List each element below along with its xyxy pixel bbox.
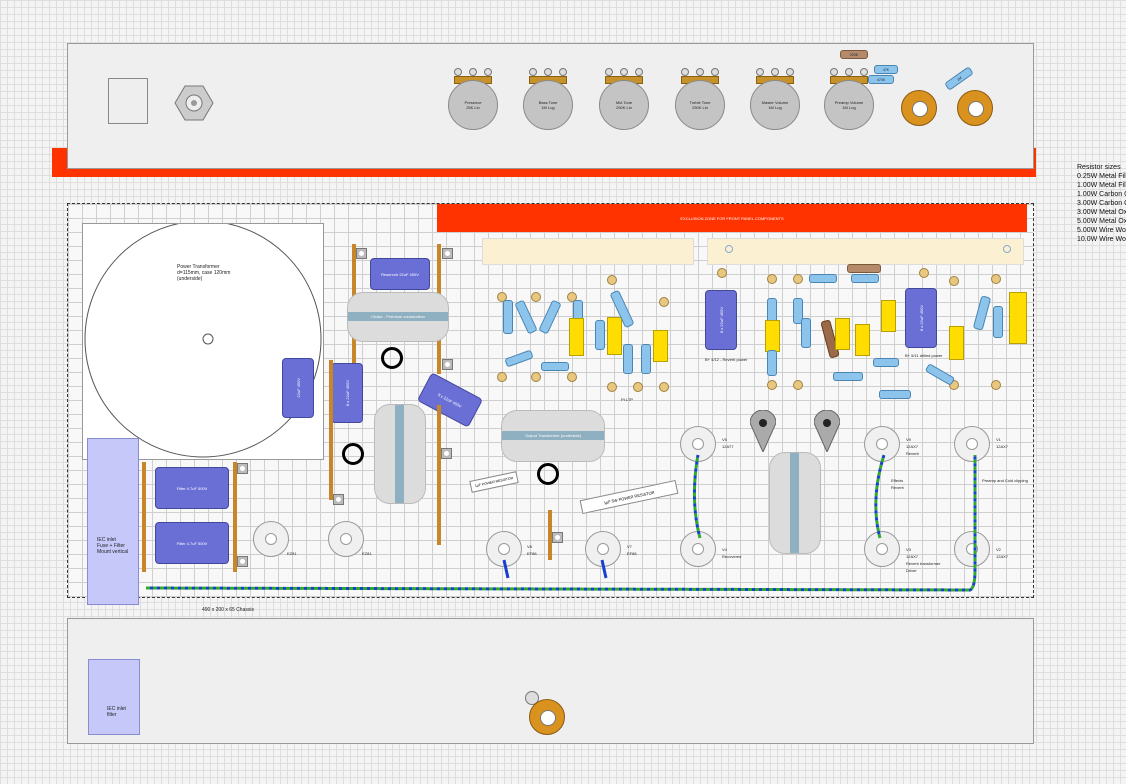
mounting-eyelet [442, 248, 453, 259]
tube-socket-v8 [486, 531, 522, 567]
resistor-front-47k: 47K [874, 65, 898, 74]
filter-capacitor-mid: 8 x 22uF 450V [331, 363, 363, 423]
chassis-label: 490 x 200 x 65 Chassis [202, 607, 254, 613]
grommet-ring [381, 347, 403, 369]
pi-ltp-label: PI LTP [621, 397, 633, 402]
mounting-eyelet [333, 494, 344, 505]
power-switch-square[interactable] [108, 78, 148, 124]
terminal-strip-right [707, 238, 1024, 265]
choke-vertical [374, 404, 426, 504]
filter-capacitor-22uf: 22uF 450V [282, 358, 314, 418]
filter-capacitor-2: Filter 4.7uF 500V [155, 522, 229, 564]
input-jack-2[interactable] [957, 90, 993, 126]
preamp-board-right: 8 x 22uF 450V B+ 4/12 - Reverb power 8 x… [705, 262, 1027, 399]
reverb-transformer [769, 452, 821, 554]
exclusion-zone-strip: EXCLUSION ZONE FOR FRONT PANEL COMPONENT… [437, 204, 1027, 232]
filter-capacitor-1: Filter 4.7uF 500V [155, 467, 229, 509]
output-transformer: Output Transformer (underside) [501, 410, 605, 462]
mounting-eyelet [237, 556, 248, 567]
tube-socket-v7 [585, 531, 621, 567]
reverb-pot-2[interactable] [813, 409, 841, 454]
resistor-front-470k: 470K [868, 75, 894, 84]
mounting-eyelet [356, 248, 367, 259]
tube-socket-ez81-a [253, 521, 289, 557]
tube-socket-v5 [680, 426, 716, 462]
tube-socket-v4 [680, 531, 716, 567]
tube-socket-ez81-b [328, 521, 364, 557]
power-transformer-label: Power Transformer d=115mm, case 120mm (u… [177, 264, 231, 282]
choke: Choke - Premium construction [347, 292, 449, 342]
reverb-pot-1[interactable] [749, 409, 777, 454]
mounting-eyelet [442, 359, 453, 370]
resistor-legend: Resistor sizes 0.25W Metal Film 1.00W Me… [1077, 164, 1126, 243]
mounting-eyelet [552, 532, 563, 543]
power-transformer: Power Transformer d=115mm, case 120mm (u… [82, 223, 324, 460]
resistor-front-220k: 220K [840, 50, 868, 59]
tube-socket-v3 [864, 531, 900, 567]
input-jack-1[interactable] [901, 90, 937, 126]
resistor-front-1m: 1M [944, 66, 974, 91]
hole-marker [1003, 245, 1011, 253]
pilot-lamp-icon [173, 82, 215, 124]
grommet-ring [537, 463, 559, 485]
mounting-eyelet [237, 463, 248, 474]
grommet-ring [342, 443, 364, 465]
tagboard-strip [437, 405, 441, 545]
rear-panel: IEC inlet filter [67, 618, 1034, 744]
iec-inlet-fuse-filter: IEC inlet Fuse + Filter Mount vertical [87, 438, 139, 605]
reservoir-capacitor: Reservoir 22uF 450V [370, 258, 430, 290]
preamp-board-left [495, 272, 675, 392]
tube-socket-v2 [954, 531, 990, 567]
hole-marker [725, 245, 733, 253]
tube-socket-v9 [864, 426, 900, 462]
speaker-jack-rear[interactable] [523, 691, 565, 735]
tagboard-strip [142, 462, 146, 572]
tagboard-strip [329, 360, 333, 500]
tube-socket-v1 [954, 426, 990, 462]
terminal-strip-left [482, 238, 694, 265]
iec-inlet-rear: IEC inlet filter [88, 659, 140, 735]
mounting-eyelet [441, 448, 452, 459]
